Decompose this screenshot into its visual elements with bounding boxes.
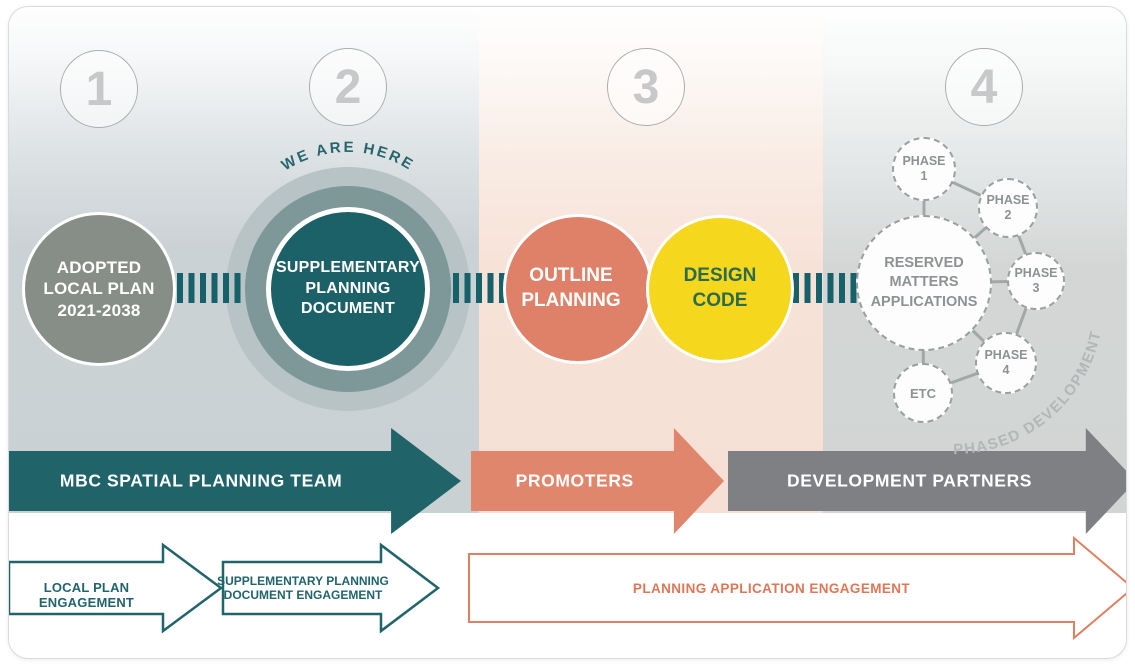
promoters-arrow-label: PROMOTERS [515,470,634,491]
design-line-2: CODE [692,290,748,311]
design-code-circle: DESIGN CODE [646,215,794,363]
diagram-stage: 1 2 3 4 SUPPLEMENTARY PLANNING DOCUMENT [9,7,1126,658]
phase3-num: 3 [1032,281,1040,295]
etc-circle: ETC [893,363,953,423]
rounded-card: 1 2 3 4 SUPPLEMENTARY PLANNING DOCUMENT [8,6,1127,659]
step-circle-3: 3 [607,48,685,126]
rma-line-2: MATTERS [889,274,959,291]
adopted-local-plan-circle: ADOPTED LOCAL PLAN 2021-2038 [22,212,176,366]
step-circle-4: 4 [945,48,1023,126]
rma-line-3: APPLICATIONS [870,293,978,310]
step-number-4: 4 [970,60,998,114]
reserved-matters-applications-circle: RESERVED MATTERS APPLICATIONS [856,215,992,351]
spd-engagement-line-2: DOCUMENT ENGAGEMENT [223,588,383,603]
step-number-3: 3 [632,60,660,114]
step-number-2: 2 [334,60,362,114]
design-line-1: DESIGN [683,265,757,287]
phase4-num: 4 [1002,363,1010,377]
outline-line-1: OUTLINE [529,265,613,287]
spd-line-1: SUPPLEMENTARY [276,258,420,276]
spd-engagement-label: SUPPLEMENTARY PLANNING DOCUMENT ENGAGEME… [217,574,389,603]
phase4-word: PHASE [984,348,1028,362]
spd-line-3: DOCUMENT [300,300,396,318]
phase-3-circle: PHASE 3 [1007,252,1065,310]
alp-line-3: 2021-2038 [57,300,141,320]
phase-4-circle: PHASE 4 [975,332,1037,394]
phase1-word: PHASE [902,154,946,168]
phase-2-circle: PHASE 2 [978,178,1038,238]
dash-connector-right [793,273,859,303]
outline-line-2: PLANNING [521,290,621,311]
step-number-1: 1 [85,62,113,116]
supplementary-planning-document-circle: SUPPLEMENTARY PLANNING DOCUMENT [266,207,430,371]
etc-label: ETC [910,385,936,401]
planning-application-engagement-label: PLANNING APPLICATION ENGAGEMENT [632,581,911,596]
rma-line-1: RESERVED [884,254,964,271]
phase1-num: 1 [920,169,928,183]
phase3-word: PHASE [1014,266,1058,280]
alp-line-1: ADOPTED [56,258,142,278]
alp-line-2: LOCAL PLAN [43,279,155,299]
spd-line-2: PLANNING [305,279,391,297]
spd-engagement-line-1: SUPPLEMENTARY PLANNING [217,574,389,588]
phase2-word: PHASE [986,193,1030,207]
outline-planning-circle: OUTLINE PLANNING [503,214,653,364]
phase2-num: 2 [1004,208,1012,222]
mbc-arrow-label: MBC SPATIAL PLANNING TEAM [59,470,343,491]
partners-arrow-label: DEVELOPMENT PARTNERS [787,470,1033,491]
phase-1-circle: PHASE 1 [892,137,956,201]
step-circle-1: 1 [60,50,138,128]
local-plan-engagement-label: LOCAL PLAN ENGAGEMENT [38,580,135,610]
step-circle-2: 2 [309,48,387,126]
